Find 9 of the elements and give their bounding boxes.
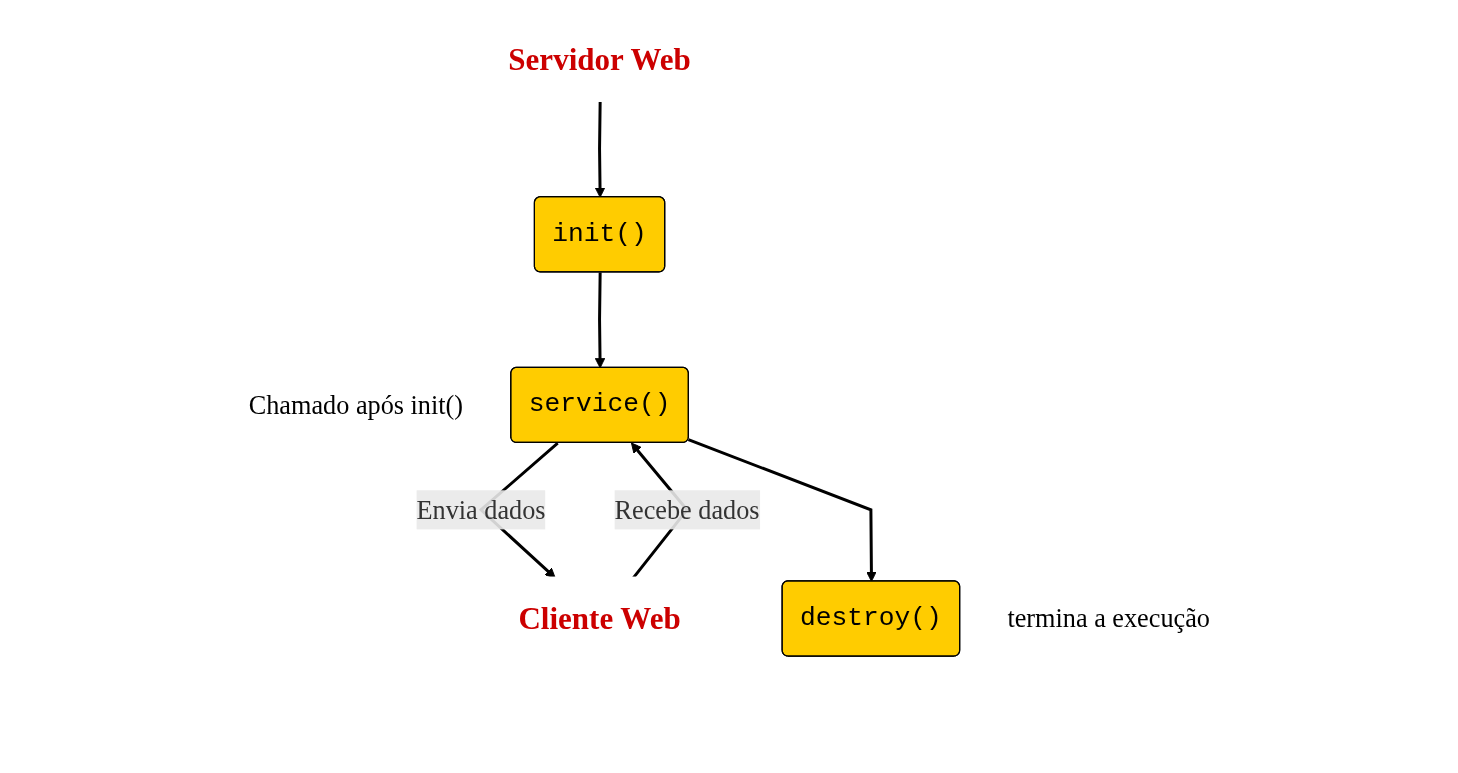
arrow [594,271,605,368]
arrow [687,437,877,582]
arrow [594,101,605,198]
node-text: Servidor Web [508,42,691,77]
edge-label: Recebe dados [614,494,760,525]
edge-label: Envia dados [416,494,546,525]
node-text: Cliente Web [518,600,681,636]
node-label: Chamado após init() [248,389,463,420]
node-label: termina a execução [1007,603,1210,633]
